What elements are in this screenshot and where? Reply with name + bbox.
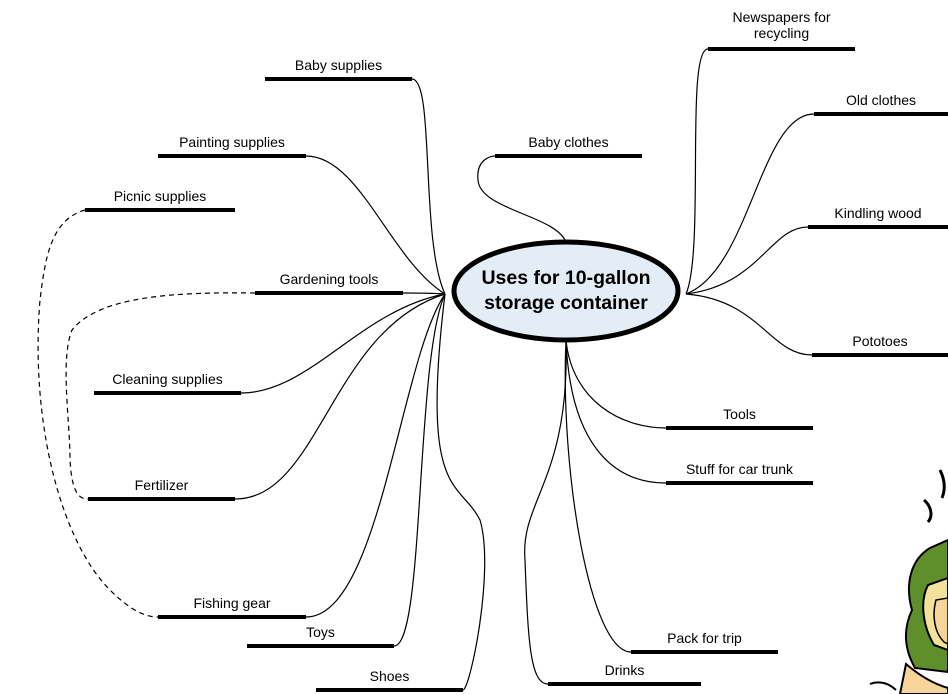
center-node[interactable] — [451, 239, 681, 343]
topic-label[interactable]: Picnic supplies — [113, 188, 207, 204]
topic-label[interactable]: Fishing gear — [193, 595, 271, 611]
branch-connector — [685, 226, 809, 295]
branch-connector — [240, 293, 446, 394]
relationship-connector — [37, 209, 159, 618]
branch-connector — [393, 293, 446, 647]
topic-label[interactable]: Newspapers for recycling — [732, 9, 831, 41]
topic-label[interactable]: Baby supplies — [294, 57, 383, 73]
topic-label[interactable]: Stuff for car trunk — [685, 461, 794, 477]
topic-label[interactable]: Old clothes — [845, 92, 917, 108]
branch-connector — [436, 293, 486, 691]
branch-connector — [685, 48, 709, 295]
topic-label[interactable]: Pack for trip — [667, 630, 742, 646]
center-topic-title: Uses for 10-gallon storage container — [481, 267, 651, 314]
branch-connector — [524, 339, 567, 685]
branch-connector — [305, 293, 446, 618]
topic-label[interactable]: Kindling wood — [834, 205, 922, 221]
branch-connector — [411, 78, 446, 295]
topic-label[interactable]: Painting supplies — [179, 134, 285, 150]
clipart-figure-icon — [869, 469, 948, 694]
topic-label[interactable]: Cleaning supplies — [112, 371, 223, 387]
branch-connector — [565, 339, 667, 429]
topic-label[interactable]: Tools — [723, 406, 756, 422]
topic-label[interactable]: Drinks — [604, 662, 645, 678]
topic-label[interactable]: Baby clothes — [528, 134, 609, 150]
branch-connector — [564, 339, 632, 653]
topic-label[interactable]: Fertilizer — [134, 477, 189, 493]
topic-label[interactable]: Shoes — [369, 668, 410, 684]
branch-connector — [402, 292, 446, 295]
branch-connector — [685, 293, 813, 356]
topic-label[interactable]: Gardening tools — [279, 271, 379, 287]
branch-connector — [477, 155, 567, 243]
branch-connector — [234, 293, 446, 500]
relationship-connector — [65, 292, 256, 500]
branch-connector — [305, 155, 446, 295]
topic-label[interactable]: Toys — [306, 624, 335, 640]
branch-connector — [685, 113, 815, 295]
topic-label[interactable]: Pototoes — [852, 333, 908, 349]
branch-connector — [565, 339, 667, 484]
